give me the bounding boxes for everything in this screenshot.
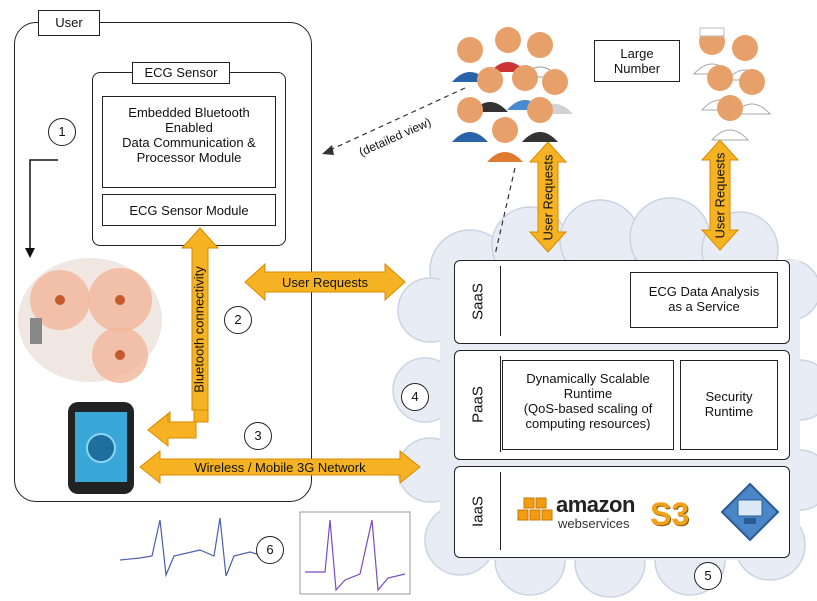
security-runtime-box: Security Runtime — [680, 360, 778, 450]
wireless-label: Wireless / Mobile 3G Network — [194, 460, 366, 475]
users-crowd-image — [452, 27, 573, 162]
large-number-box: Large Number — [594, 40, 680, 82]
user-requests-v2-label: User Requests — [712, 152, 728, 239]
user-title: User — [55, 15, 83, 30]
doctors-crowd-image — [692, 27, 772, 141]
ecg-sensor-module-box: ECG Sensor Module — [102, 194, 276, 226]
step1-arrowhead — [25, 248, 35, 258]
user-requests-v2-arrow — [700, 139, 740, 251]
user-requests-h-label: User Requests — [282, 275, 368, 290]
ecg-plot-small — [119, 517, 271, 578]
ecg-sensor-module-label: ECG Sensor Module — [129, 203, 249, 218]
s3-logo: S3 — [650, 496, 690, 532]
step-3-badge: 3 — [244, 422, 272, 450]
ecg-plot-purple — [305, 519, 406, 592]
ecg-torso-image — [18, 258, 162, 383]
wireless-arrow — [139, 449, 421, 485]
step-6-badge: 6 — [256, 536, 284, 564]
step1-connector — [29, 159, 58, 250]
ecg-sensor-title: ECG Sensor — [144, 65, 218, 80]
saas-divider — [500, 266, 501, 336]
security-runtime-label: Security Runtime — [704, 389, 754, 419]
step-2-badge: 2 — [224, 306, 252, 334]
bluetooth-module-box: Embedded Bluetooth Enabled Data Communic… — [102, 96, 276, 188]
iaas-label: IaaS — [469, 496, 487, 527]
crowd-to-cloud-dashed-line — [494, 167, 516, 256]
ecg-sensor-title-tab: ECG Sensor — [132, 62, 230, 84]
smartphone-image — [68, 402, 134, 494]
virtualization-icon — [720, 482, 780, 542]
user-requests-v1-arrow — [528, 141, 568, 253]
bluetooth-module-label: Embedded Bluetooth Enabled Data Communic… — [122, 105, 256, 165]
webservices-text: webservices — [558, 516, 630, 531]
amazon-text: amazon — [556, 492, 635, 517]
user-title-tab: User — [38, 10, 100, 36]
scalable-runtime-label: Dynamically Scalable Runtime (QoS-based … — [523, 371, 653, 431]
paas-divider — [500, 356, 501, 452]
detailed-view-dashed-line — [329, 87, 466, 151]
iaas-divider — [500, 472, 501, 550]
ecg-plot-frame — [299, 511, 411, 595]
saas-label: SaaS — [469, 283, 487, 320]
step-5-badge: 5 — [694, 562, 722, 590]
aws-cubes-icon — [517, 497, 553, 521]
step-1-badge: 1 — [48, 118, 76, 146]
scalable-runtime-box: Dynamically Scalable Runtime (QoS-based … — [502, 360, 674, 450]
ecg-analysis-service-box: ECG Data Analysis as a Service — [630, 272, 778, 328]
aws-logo: amazon webservices — [516, 484, 646, 536]
large-number-label: Large Number — [613, 46, 661, 76]
paas-label: PaaS — [469, 386, 487, 423]
step-4-badge: 4 — [401, 383, 429, 411]
user-requests-h-arrow — [244, 262, 406, 302]
bluetooth-label: Bluetooth connectivity — [191, 266, 207, 393]
ecg-analysis-service-label: ECG Data Analysis as a Service — [648, 284, 760, 314]
user-requests-v1-label: User Requests — [540, 154, 556, 241]
